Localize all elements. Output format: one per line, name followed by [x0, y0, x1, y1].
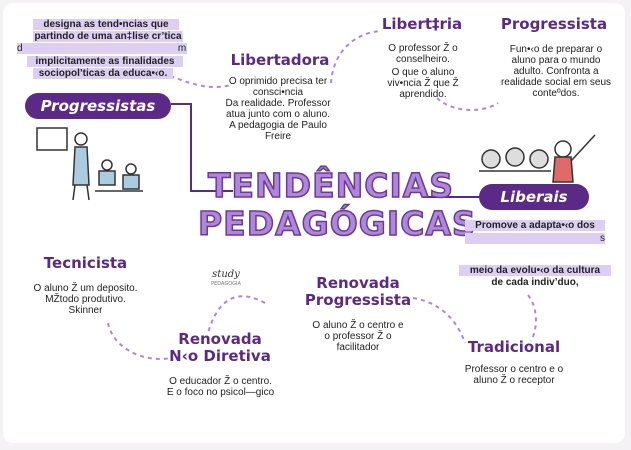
libertadora-heading: Libertadora	[230, 51, 330, 69]
renovada-arc-left	[207, 295, 266, 334]
libertaria-heading: Libert‡ria	[381, 15, 463, 33]
libertaria-arc	[330, 30, 382, 84]
intro-line4: implicitamente as finalidades	[27, 56, 183, 67]
progressista-heading: Progressista	[500, 15, 608, 33]
renovada-nao-diretiva-line1: O educador Ž o centro.	[169, 376, 272, 387]
renovada-nao-diretiva-heading-1: Renovada	[178, 330, 262, 348]
intro-line5: sociopol’ticas da educa•‹o.	[33, 68, 173, 79]
libertadora-line2: consci•ncia	[252, 87, 304, 98]
study-logo: study PEDAGOGIA	[203, 269, 249, 293]
renovada-nao-diretiva-line2: E o foco no psicol—gico	[166, 387, 275, 398]
tecnicista-line3: Skinner	[68, 305, 103, 316]
libertaria-line2: conselheiro.	[396, 54, 450, 65]
progressista-arc	[436, 97, 499, 111]
logo-word-study: study	[212, 269, 240, 280]
libertadora-line6: Freire	[264, 131, 292, 142]
progressista-line1: Fun•‹o de preparar o	[509, 44, 603, 55]
libertaria-line4: viv•ncia Ž que Ž	[387, 78, 459, 89]
tecnicista-heading: Tecnicista	[43, 254, 128, 272]
liberais-line2: s	[465, 233, 605, 244]
tradicional-arc	[527, 294, 537, 342]
title-line1: TENDÊNCIAS	[207, 166, 455, 205]
tecnicista-line1: O aluno Ž um deposito.	[33, 283, 138, 294]
liberais-line3: meio da evolu•‹o da cultura	[459, 265, 611, 276]
libertadora-line3: Da realidade. Professor	[225, 98, 331, 109]
intro-line2: partindo de uma an‡lise cr’tica	[33, 31, 183, 42]
liberais-line4: de cada indiv’duo,	[491, 277, 579, 288]
liberais-line1: Promove a adapta•‹o dos	[465, 220, 605, 231]
tradicional-line2: aluno Ž o receptor	[473, 375, 555, 386]
students-illustration	[479, 134, 596, 183]
libertadora-line1: O oprimido precisa ter	[228, 76, 328, 87]
libertaria-line1: O professor Ž o	[388, 43, 458, 54]
renovada-progressista-line2: o professor Ž o	[324, 331, 392, 342]
liberais-pill: Liberais	[479, 184, 589, 210]
renovada-nao-diretiva-heading-2: N‹o Diretiva	[169, 347, 271, 365]
progressista-line3: adulto. Confronta a	[513, 66, 599, 77]
renovada-progressista-heading-1: Renovada	[316, 274, 400, 292]
intro-line3-left: d	[17, 43, 187, 54]
tecnicista-line2: MŽtodo produtivo.	[45, 294, 126, 305]
progressista-line2: aluno para o mundo	[511, 55, 601, 66]
progressistas-pill: Progressistas	[25, 93, 171, 119]
renovada-progressista-line1: O aluno Ž o centro e	[312, 320, 404, 331]
teacher-classroom-illustration	[36, 127, 143, 201]
title-line2: PEDAGÓGICAS	[197, 204, 477, 243]
progressista-line5: conteºdos.	[532, 88, 580, 99]
mind-map-sheet: designa as tend•ncias que partindo de um…	[3, 3, 625, 443]
renovada-progressista-heading-2: Progressista	[304, 291, 412, 309]
progressista-line4: realidade social em seus	[500, 77, 612, 88]
progressistas-connector	[171, 103, 233, 192]
tradicional-heading: Tradicional	[467, 338, 561, 356]
renovada-arc-right	[412, 297, 466, 344]
connector-lines	[107, 30, 537, 360]
libertadora-line4: atua junto com o aluno.	[226, 109, 330, 120]
intro-line1: designa as tend•ncias que	[33, 19, 179, 30]
tradicional-line1: Professor o centro e o	[464, 364, 564, 375]
libertadora-line5: A pedagogia de Paulo	[229, 120, 327, 131]
renovada-progressista-line3: facilitador	[336, 342, 380, 353]
libertaria-line5: aprendido.	[399, 89, 447, 100]
logo-word-pedagogia: PEDAGOGIA	[211, 281, 241, 287]
intro-line3-right: m	[177, 43, 187, 54]
libertaria-line3: O que o aluno	[391, 67, 455, 78]
